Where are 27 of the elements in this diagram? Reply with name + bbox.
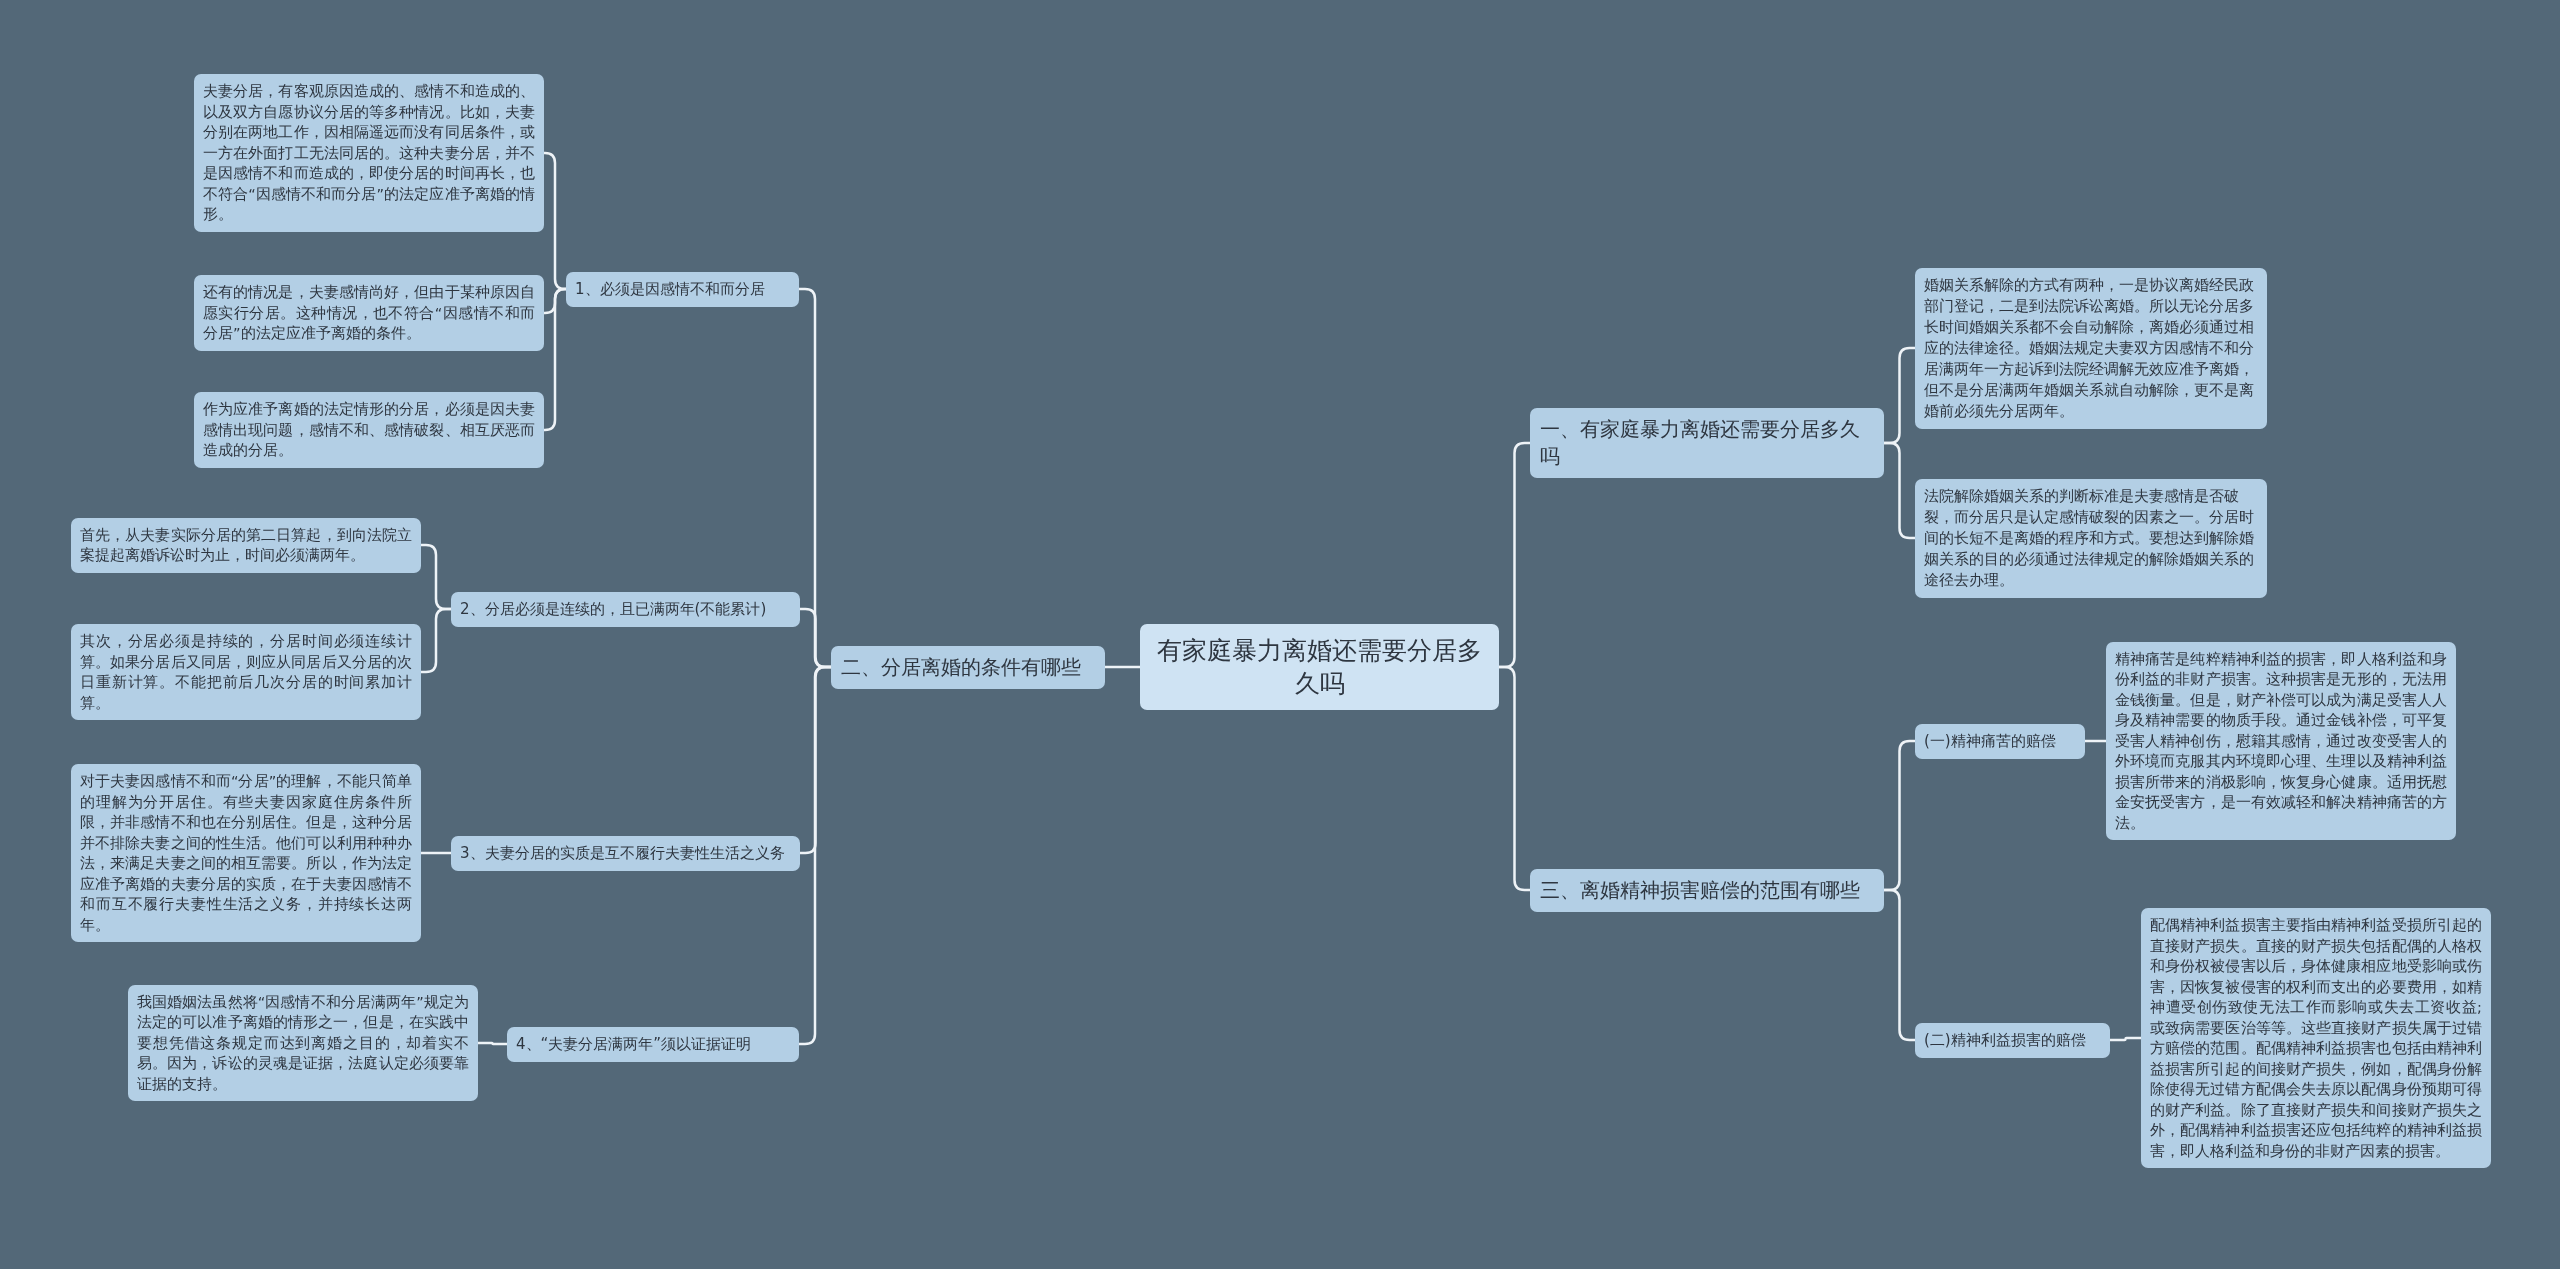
- note-box: 夫妻分居，有客观原因造成的、感情不和造成的、以及双方自愿协议分居的等多种情况。比如，夫妻分别在两地工作，因相隔遥远而没有同居条件，或一方在外面打工无法同居的。这种夫妻分居，并不是因感情不和而造成的，即使分居的时间再长，也不符合“因感情不和而分居”的法定应准予离婚的情形。: [194, 74, 544, 232]
- main-topic-box: 二、分居离婚的条件有哪些: [831, 645, 1105, 689]
- connector-line: [478, 1041, 507, 1046]
- note-box: 配偶精神利益损害主要指由精神利益受损所引起的直接财产损失。直接的财产损失包括配偶的人格权和身份权被侵害以后，身体健康相应地受影响或伤害，因恢复被侵害的权利而支出的必要费用，如精神遭受创伤致使无法工作而影响或失去工资收益;或致病需要医治等等。这些直接财产损失属于过错方赔偿的范围。配偶精神利益损害也包括由精神利益损害所引起的间接财产损失，例如，配偶身份解除使得无过错方配偶会失去原以配偶身份预期可得的财产利益。除了直接财产损失和间接财产损失之外，配偶精神利益损害还应包括纯粹的精神利益损害，即人格利益和身份的非财产因素的损害。: [2141, 908, 2491, 1168]
- main-topic-box: 三、离婚精神损害赔偿的范围有哪些: [1530, 868, 1884, 912]
- note-box: 对于夫妻因感情不和而“分居”的理解，不能只简单的理解为分开居住。有些夫妻因家庭住房条件所限，并非感情不和也在分别居住。但是，这种分居并不排除夫妻之间的性生活。他们可以利用种种办法，来满足夫妻之间的相互需要。所以，作为法定应准予离婚的夫妻分居的实质，在于夫妻因感情不和而互不履行夫妻性生活之义务，并持续长达两年。: [71, 764, 421, 942]
- subtopic-box: 3、夫妻分居的实质是互不履行夫妻性生活之义务: [451, 835, 800, 871]
- connector-line: [1105, 665, 1140, 669]
- subtopic-box: (二)精神利益损害的赔偿: [1915, 1022, 2110, 1058]
- central-topic: 有家庭暴力离婚还需要分居多久吗: [1140, 624, 1499, 710]
- subtopic-box: 法院解除婚姻关系的判断标准是夫妻感情是否破裂，而分居只是认定感情破裂的因素之一。分居时间的长短不是离婚的程序和方式。要想达到解除婚姻关系的目的必须通过法律规定的解除婚姻关系的途径去办理。: [1915, 478, 2267, 598]
- note-box: 精神痛苦是纯粹精神利益的损害，即人格利益和身份利益的非财产损害。这种损害是无形的，无法用金钱衡量。但是，财产补偿可以成为满足受害人人身及精神需要的物质手段。通过金钱补偿，可平复受害人精神创伤，慰籍其感情，通过改变受害人的外环境而克服其内环境即心理、生理以及精神利益损害所带来的消极影响，恢复身心健康。适用抚慰金安抚受害方，是一有效减轻和解决精神痛苦的方法。: [2106, 641, 2456, 840]
- connector-line: [421, 851, 451, 855]
- subtopic-box: 4、“夫妻分居满两年”须以证据证明: [507, 1026, 799, 1062]
- connector-line: [2085, 739, 2106, 743]
- note-box: 作为应准予离婚的法定情形的分居，必须是因夫妻感情出现问题，感情不和、感情破裂、相互厌恶而造成的分居。: [194, 392, 544, 468]
- note-box: 还有的情况是，夫妻感情尚好，但由于某种原因自愿实行分居。这种情况，也不符合“因感情不和而分居”的法定应准予离婚的条件。: [194, 275, 544, 351]
- subtopic-box: 2、分居必须是连续的，且已满两年(不能累计): [451, 591, 800, 627]
- note-box: 我国婚姻法虽然将“因感情不和分居满两年”规定为法定的可以准予离婚的情形之一，但是，在实践中要想凭借这条规定而达到离婚之目的，却着实不易。因为，诉讼的灵魂是证据，法庭认定必须要靠证据的支持。: [128, 984, 478, 1101]
- subtopic-box: 婚姻关系解除的方式有两种，一是协议离婚经民政部门登记，二是到法院诉讼离婚。所以无论分居多长时间婚姻关系都不会自动解除，离婚必须通过相应的法律途径。婚姻法规定夫妻双方因感情不和分居满两年一方起诉到法院经调解无效应准予离婚，但不是分居满两年婚姻关系就自动解除，更不是离婚前必须先分居两年。: [1915, 267, 2267, 429]
- connector-line: [2110, 1036, 2141, 1042]
- subtopic-box: 1、必须是因感情不和而分居: [566, 271, 799, 307]
- main-topic-box: 一、有家庭暴力离婚还需要分居多久吗: [1530, 408, 1884, 478]
- note-box: 首先，从夫妻实际分居的第二日算起，到向法院立案提起离婚诉讼时为止，时间必须满两年。: [71, 517, 421, 573]
- note-box: 其次，分居必须是持续的，分居时间必须连续计算。如果分居后又同居，则应从同居后又分居的次日重新计算。不能把前后几次分居的时间累加计算。: [71, 624, 421, 720]
- subtopic-box: (一)精神痛苦的赔偿: [1915, 723, 2085, 759]
- connector-line: [543, 287, 567, 432]
